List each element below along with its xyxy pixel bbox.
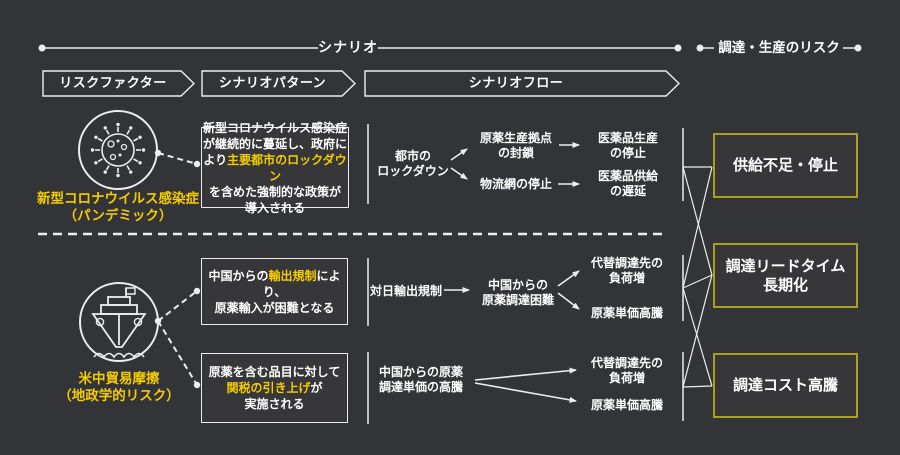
column-header-chevrons <box>42 70 681 97</box>
chevron-risk-factor <box>42 70 196 97</box>
risk-factor-covid-line1: 新型コロナウイルス感染症 <box>37 191 199 207</box>
chevron-scenario-flow <box>364 70 681 97</box>
flow-tariff-trigger: 中国からの原薬 調達単価の高騰 <box>378 365 463 394</box>
flow-export-mid: 中国からの 原薬調達困難 <box>481 278 554 307</box>
pattern-box-export: 中国からの輸出規制により、 原薬輸入が困難となる <box>201 258 348 325</box>
procurement-risk-label: 調達・生産のリスク <box>718 40 840 56</box>
flow-export-effect2: 原薬単価高騰 <box>590 306 663 320</box>
flow-export-effect1: 代替調達先の 負荷増 <box>590 256 663 285</box>
trade-dashed-connectors <box>154 287 201 389</box>
flow-export-trigger: 対日輸出規制 <box>369 284 442 298</box>
risk-factor-trade-label: 米中貿易摩擦 （地政学的リスク） <box>28 371 210 405</box>
covid-flow-arrows <box>450 142 580 187</box>
virus-icon <box>78 110 158 190</box>
risk-factor-trade-line1: 米中貿易摩擦 <box>78 371 160 387</box>
export-flow-arrows <box>444 270 580 310</box>
highlight-export-restriction: 輸出規制 <box>268 268 317 283</box>
flow-covid-effect1: 医薬品生産 の停止 <box>597 131 658 160</box>
flow-tariff-effect1: 代替調達先の 負荷増 <box>590 356 663 385</box>
virus-spikes <box>90 122 146 178</box>
column-header-scenario-pattern: シナリオパターン <box>218 76 327 91</box>
highlight-lockdown: 主要都市のロックダウン <box>227 152 347 183</box>
risk-factor-trade-line2: （地政学的リスク） <box>58 388 180 404</box>
risk-box-supply-shortage: 供給不足・停止 <box>713 133 858 198</box>
risk-box-cost-surge: 調達コスト高騰 <box>713 353 858 418</box>
procurement-risk-span-line <box>696 44 862 52</box>
pattern-box-tariff: 原薬を含む品目に対して 関税の引き上げが 実施される <box>201 353 348 423</box>
cargo-ship-icon <box>79 282 159 362</box>
flow-tariff-effect2: 原薬単価高騰 <box>590 398 663 412</box>
risk-factor-covid-line2: （パンデミック） <box>63 208 173 224</box>
risk-connector-web <box>682 166 713 388</box>
chevron-scenario-pattern <box>201 70 357 97</box>
highlight-tariff-raise: 関税の引き上げ <box>226 381 311 395</box>
column-header-risk-factor: リスクファクター <box>59 76 167 91</box>
scenario-span-label: シナリオ <box>318 40 378 56</box>
tariff-flow-arrows <box>474 367 577 403</box>
flow-covid-trigger: 都市の ロックダウン <box>377 149 449 178</box>
risk-box-lead-time: 調達リードタイム 長期化 <box>713 243 858 308</box>
pattern-box-covid: 新型コロナウイルス感染症 が継続的に蔓延し、政府に より主要都市のロックダウン … <box>201 120 349 215</box>
scenario-span-line <box>38 44 682 52</box>
covid-dashed-connector <box>154 149 201 168</box>
flow-covid-effect2: 医薬品供給 の遅延 <box>597 169 658 198</box>
risk-factor-covid-label: 新型コロナウイルス感染症 （パンデミック） <box>28 191 208 225</box>
column-header-scenario-flow: シナリオフロー <box>468 76 564 91</box>
flow-covid-cause1: 原薬生産拠点 の封鎖 <box>479 131 552 160</box>
flow-covid-cause2: 物流網の停止 <box>479 177 552 191</box>
